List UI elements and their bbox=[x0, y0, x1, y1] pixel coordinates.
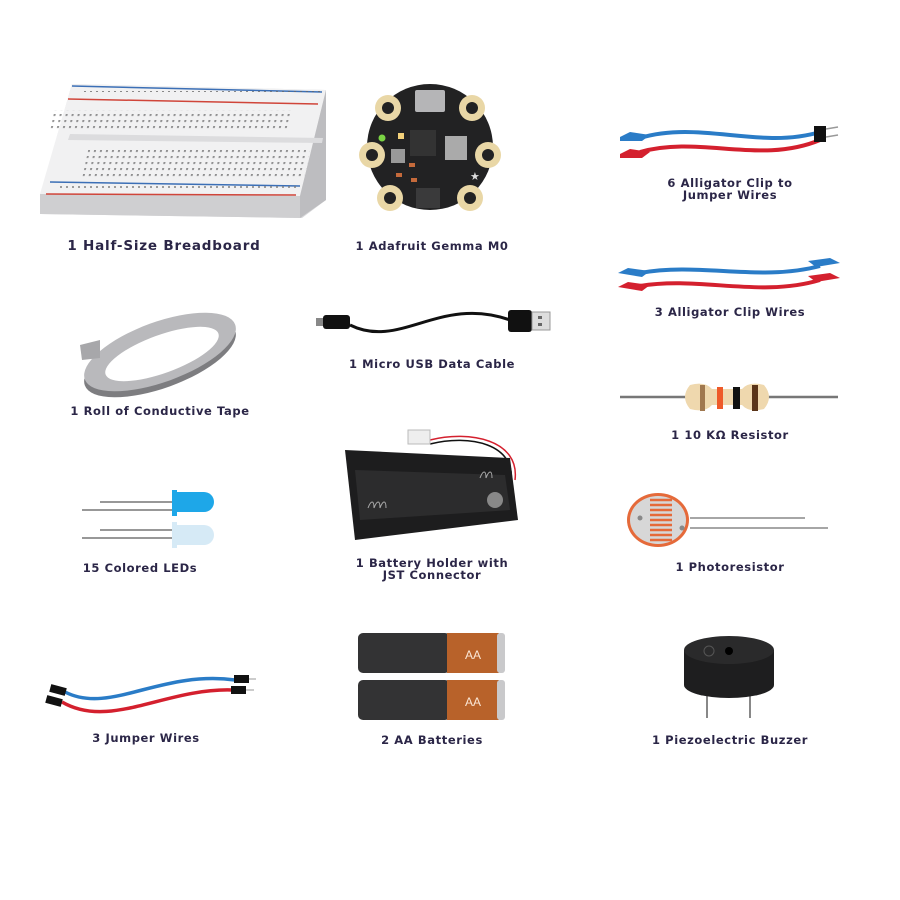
usb-label: 1 Micro USB Data Cable bbox=[348, 357, 516, 371]
svg-text:AA: AA bbox=[465, 695, 481, 709]
battery-holder-label-1: 1 Battery Holder with bbox=[355, 556, 509, 570]
photoresistor-label: 1 Photoresistor bbox=[675, 560, 785, 574]
buzzer-label: 1 Piezoelectric Buzzer bbox=[651, 733, 809, 747]
resistor-label: 1 10 KΩ Resistor bbox=[671, 428, 789, 442]
gemma-label: 1 Adafruit Gemma M0 bbox=[355, 239, 509, 253]
battery-holder-label-2: JST Connector bbox=[382, 568, 482, 582]
alligator-jumper-label-2: Jumper Wires bbox=[682, 188, 778, 202]
breadboard-label: 1 Half-Size Breadboard bbox=[67, 238, 261, 254]
alligator-jumper-label-1: 6 Alligator Clip to bbox=[667, 176, 793, 190]
tape-label: 1 Roll of Conductive Tape bbox=[70, 404, 250, 418]
batteries-label: 2 AA Batteries bbox=[381, 733, 483, 747]
svg-text:AA: AA bbox=[465, 648, 481, 662]
leds-label: 15 Colored LEDs bbox=[82, 561, 198, 575]
jumper-label: 3 Jumper Wires bbox=[92, 731, 200, 745]
svg-text:★: ★ bbox=[470, 170, 480, 183]
alligator-label: 3 Alligator Clip Wires bbox=[654, 305, 806, 319]
